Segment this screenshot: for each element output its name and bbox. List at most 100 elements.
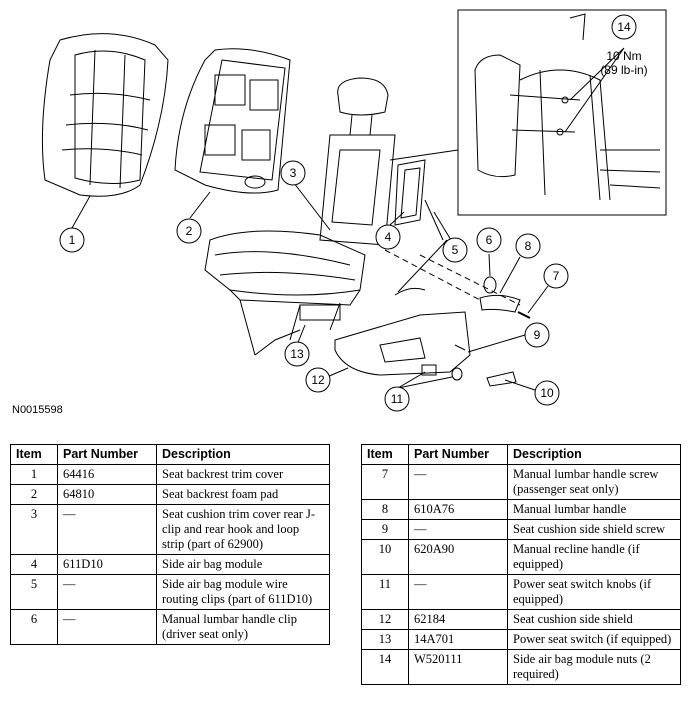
callout-11: 11 (384, 386, 410, 412)
item-cell: 9 (361, 519, 409, 540)
part-number-cell: 64810 (57, 484, 157, 505)
callout-10: 10 (534, 380, 560, 406)
part-number-cell: 14A701 (408, 629, 508, 650)
description-cell: Manual recline handle (if equipped) (507, 539, 681, 575)
callout-6: 6 (476, 227, 502, 253)
lumbar-clip-drawing (483, 276, 497, 294)
callout-9: 9 (524, 322, 550, 348)
part-number-cell: — (57, 609, 157, 645)
inset-detail-box (457, 9, 667, 216)
part-number-cell: — (57, 504, 157, 555)
callout-1: 1 (59, 227, 85, 253)
recline-handle-drawing (486, 371, 517, 387)
header-item: Item (361, 444, 409, 465)
callout-8: 8 (515, 233, 541, 259)
description-cell: Seat backrest trim cover (156, 464, 330, 485)
part-number-cell: — (408, 464, 508, 500)
part-number-cell: — (408, 519, 508, 540)
parts-table-right: Item Part Number Description 7—Manual lu… (361, 444, 681, 685)
callout-13: 13 (284, 341, 310, 367)
svg-text:4: 4 (385, 230, 392, 244)
side-air-bag-module-drawing (394, 159, 426, 226)
item-cell: 4 (10, 554, 58, 575)
figure-id: N0015598 (12, 404, 63, 416)
header-item: Item (10, 444, 58, 465)
table-row: 6—Manual lumbar handle clip (driver seat… (10, 609, 330, 645)
item-cell: 2 (10, 484, 58, 505)
header-description: Description (156, 444, 330, 465)
item-cell: 8 (361, 499, 409, 520)
svg-text:3: 3 (290, 166, 297, 180)
lumbar-handle-drawing (479, 294, 521, 313)
part-number-cell: 64416 (57, 464, 157, 485)
switch-knob-drawing (421, 364, 437, 376)
inset-detail-drawing (474, 13, 661, 201)
lumbar-screw-drawing (517, 311, 531, 319)
svg-text:11: 11 (391, 392, 404, 406)
callout-2: 2 (176, 218, 202, 244)
description-cell: Power seat switch (if equipped) (507, 629, 681, 650)
svg-text:8: 8 (525, 239, 532, 253)
item-cell: 6 (10, 609, 58, 645)
item-cell: 12 (361, 609, 409, 630)
table-row: 3—Seat cushion trim cover rear J-clip an… (10, 504, 330, 555)
callout-14: 14 (611, 14, 637, 40)
header-part-number: Part Number (57, 444, 157, 465)
seat-assembly-drawing (204, 77, 396, 356)
item-cell: 13 (361, 629, 409, 650)
description-cell: Power seat switch knobs (if equipped) (507, 574, 681, 610)
svg-text:5: 5 (452, 243, 459, 257)
svg-text:7: 7 (553, 269, 560, 283)
item-cell: 14 (361, 649, 409, 685)
table-row: 7—Manual lumbar handle screw (passenger … (361, 464, 681, 500)
svg-text:2: 2 (186, 224, 193, 238)
item-cell: 5 (10, 574, 58, 610)
backrest-foam-pad-drawing (174, 48, 291, 194)
svg-text:13: 13 (290, 347, 304, 361)
description-cell: Manual lumbar handle clip (driver seat o… (156, 609, 330, 645)
item-cell: 3 (10, 504, 58, 555)
side-shield-drawing (334, 311, 471, 376)
header-part-number: Part Number (408, 444, 508, 465)
exploded-seat-diagram: 1 2 3 4 5 6 8 7 9 10 11 12 13 14 10 Nm (… (41, 9, 667, 412)
table-header-row: Item Part Number Description (361, 444, 681, 465)
item-cell: 7 (361, 464, 409, 500)
svg-text:14: 14 (617, 20, 631, 34)
torque-spec-line2: (89 lb-in) (600, 63, 647, 77)
svg-text:6: 6 (486, 233, 493, 247)
description-cell: Manual lumbar handle (507, 499, 681, 520)
header-description: Description (507, 444, 681, 465)
svg-text:10: 10 (540, 386, 554, 400)
part-number-cell: 610A76 (408, 499, 508, 520)
svg-text:9: 9 (534, 328, 541, 342)
table-row: 11—Power seat switch knobs (if equipped) (361, 574, 681, 610)
table-row: 9—Seat cushion side shield screw (361, 519, 681, 540)
item-cell: 1 (10, 464, 58, 485)
table-header-row: Item Part Number Description (10, 444, 330, 465)
backrest-trim-cover-drawing (41, 33, 169, 197)
part-number-cell: W520111 (408, 649, 508, 685)
description-cell: Side air bag module nuts (2 required) (507, 649, 681, 685)
description-cell: Seat cushion side shield screw (507, 519, 681, 540)
description-cell: Side air bag module wire routing clips (… (156, 574, 330, 610)
callout-4: 4 (375, 224, 401, 250)
part-number-cell: — (408, 574, 508, 610)
part-number-cell: — (57, 574, 157, 610)
svg-text:1: 1 (69, 233, 76, 247)
svg-text:12: 12 (311, 373, 325, 387)
callout-12: 12 (305, 367, 331, 393)
item-cell: 10 (361, 539, 409, 575)
description-cell: Side air bag module (156, 554, 330, 575)
description-cell: Seat backrest foam pad (156, 484, 330, 505)
table-row: 5—Side air bag module wire routing clips… (10, 574, 330, 610)
description-cell: Manual lumbar handle screw (passenger se… (507, 464, 681, 500)
part-number-cell: 620A90 (408, 539, 508, 575)
